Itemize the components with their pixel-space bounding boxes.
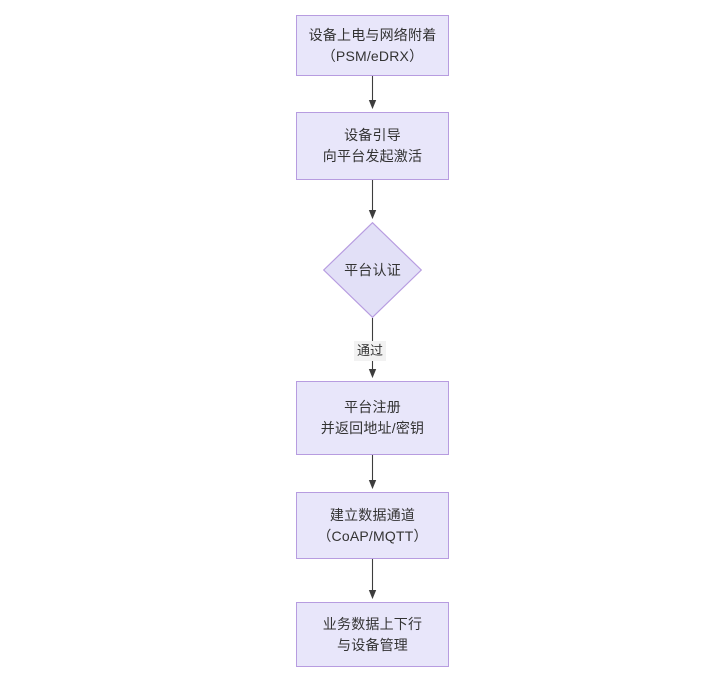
flow-node-service-data-line-1: 业务数据上下行 bbox=[322, 615, 423, 632]
flow-node-data-channel[interactable]: 建立数据通道 （CoAP/MQTT） bbox=[296, 492, 449, 559]
flow-node-platform-auth-label: 平台认证 bbox=[344, 261, 401, 278]
flow-node-platform-auth[interactable]: 平台认证 bbox=[323, 222, 422, 318]
flow-node-data-channel-line-2: （CoAP/MQTT） bbox=[317, 527, 428, 544]
flow-node-register[interactable]: 平台注册 并返回地址/密钥 bbox=[296, 381, 449, 455]
flow-node-register-line-1: 平台注册 bbox=[344, 399, 401, 415]
flow-node-register-line-2: 并返回地址/密钥 bbox=[320, 420, 425, 436]
flow-node-power-on-line-2: （PSM/eDRX） bbox=[321, 47, 424, 64]
edge-label-pass: 通过 bbox=[354, 341, 387, 361]
diamond-shape-icon bbox=[323, 222, 422, 318]
flow-node-power-on-line-1: 设备上电与网络附着 bbox=[308, 26, 437, 43]
flow-node-data-channel-line-1: 建立数据通道 bbox=[329, 506, 416, 523]
flow-node-bootstrap[interactable]: 设备引导 向平台发起激活 bbox=[296, 112, 449, 180]
flow-node-service-data-line-2: 与设备管理 bbox=[337, 636, 408, 653]
flow-node-power-on[interactable]: 设备上电与网络附着 （PSM/eDRX） bbox=[296, 15, 449, 76]
flow-node-service-data[interactable]: 业务数据上下行 与设备管理 bbox=[296, 602, 449, 667]
flow-node-bootstrap-line-1: 设备引导 bbox=[344, 127, 401, 143]
flow-node-bootstrap-line-2: 向平台发起激活 bbox=[322, 148, 423, 164]
